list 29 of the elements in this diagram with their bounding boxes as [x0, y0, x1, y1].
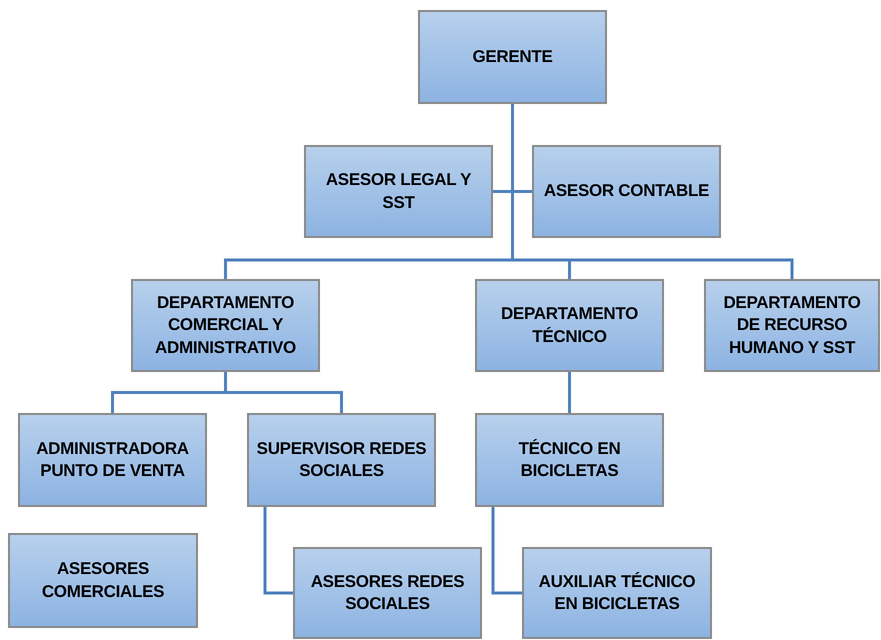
org-box: [293, 547, 482, 639]
org-box: [304, 145, 493, 238]
org-box: [704, 279, 880, 372]
connector-line: [492, 507, 522, 594]
role-title: DEPARTAMENTO TÉCNICO: [500, 303, 640, 348]
org-box: [8, 533, 198, 628]
org-box: [247, 413, 436, 507]
org-box: [532, 145, 721, 238]
org-box: [131, 279, 320, 372]
org-box: [418, 10, 607, 104]
connector-line: [568, 372, 571, 413]
org-box: [475, 413, 664, 507]
org-box: [475, 279, 664, 372]
connector-line: [511, 104, 794, 279]
role-title: DEPARTAMENTO DE RECURSO HUMANO Y SST: [722, 292, 862, 359]
role-title: ASESOR CONTABLE: [544, 180, 710, 202]
role-title: ADMINISTRADORA PUNTO DE VENTA: [35, 438, 190, 482]
org-box: [18, 413, 207, 507]
role-title: ASESOR LEGAL Y SST: [324, 169, 472, 214]
role-title: DEPARTAMENTO COMERCIAL Y ADMINISTRATIVO: [154, 292, 297, 359]
role-title: AUXILIAR TÉCNICO EN BICICLETAS: [538, 570, 696, 615]
role-title: TÉCNICO EN BICICLETAS: [518, 438, 622, 482]
connector-line: [224, 372, 343, 413]
role-title: SUPERVISOR REDES SOCIALES: [256, 438, 428, 482]
org-box: [522, 547, 712, 639]
role-title: ASESORES COMERCIALES: [40, 558, 166, 602]
role-title: GERENTE: [472, 46, 553, 68]
role-title: ASESORES REDES SOCIALES: [310, 570, 466, 615]
connector-line: [264, 507, 293, 594]
